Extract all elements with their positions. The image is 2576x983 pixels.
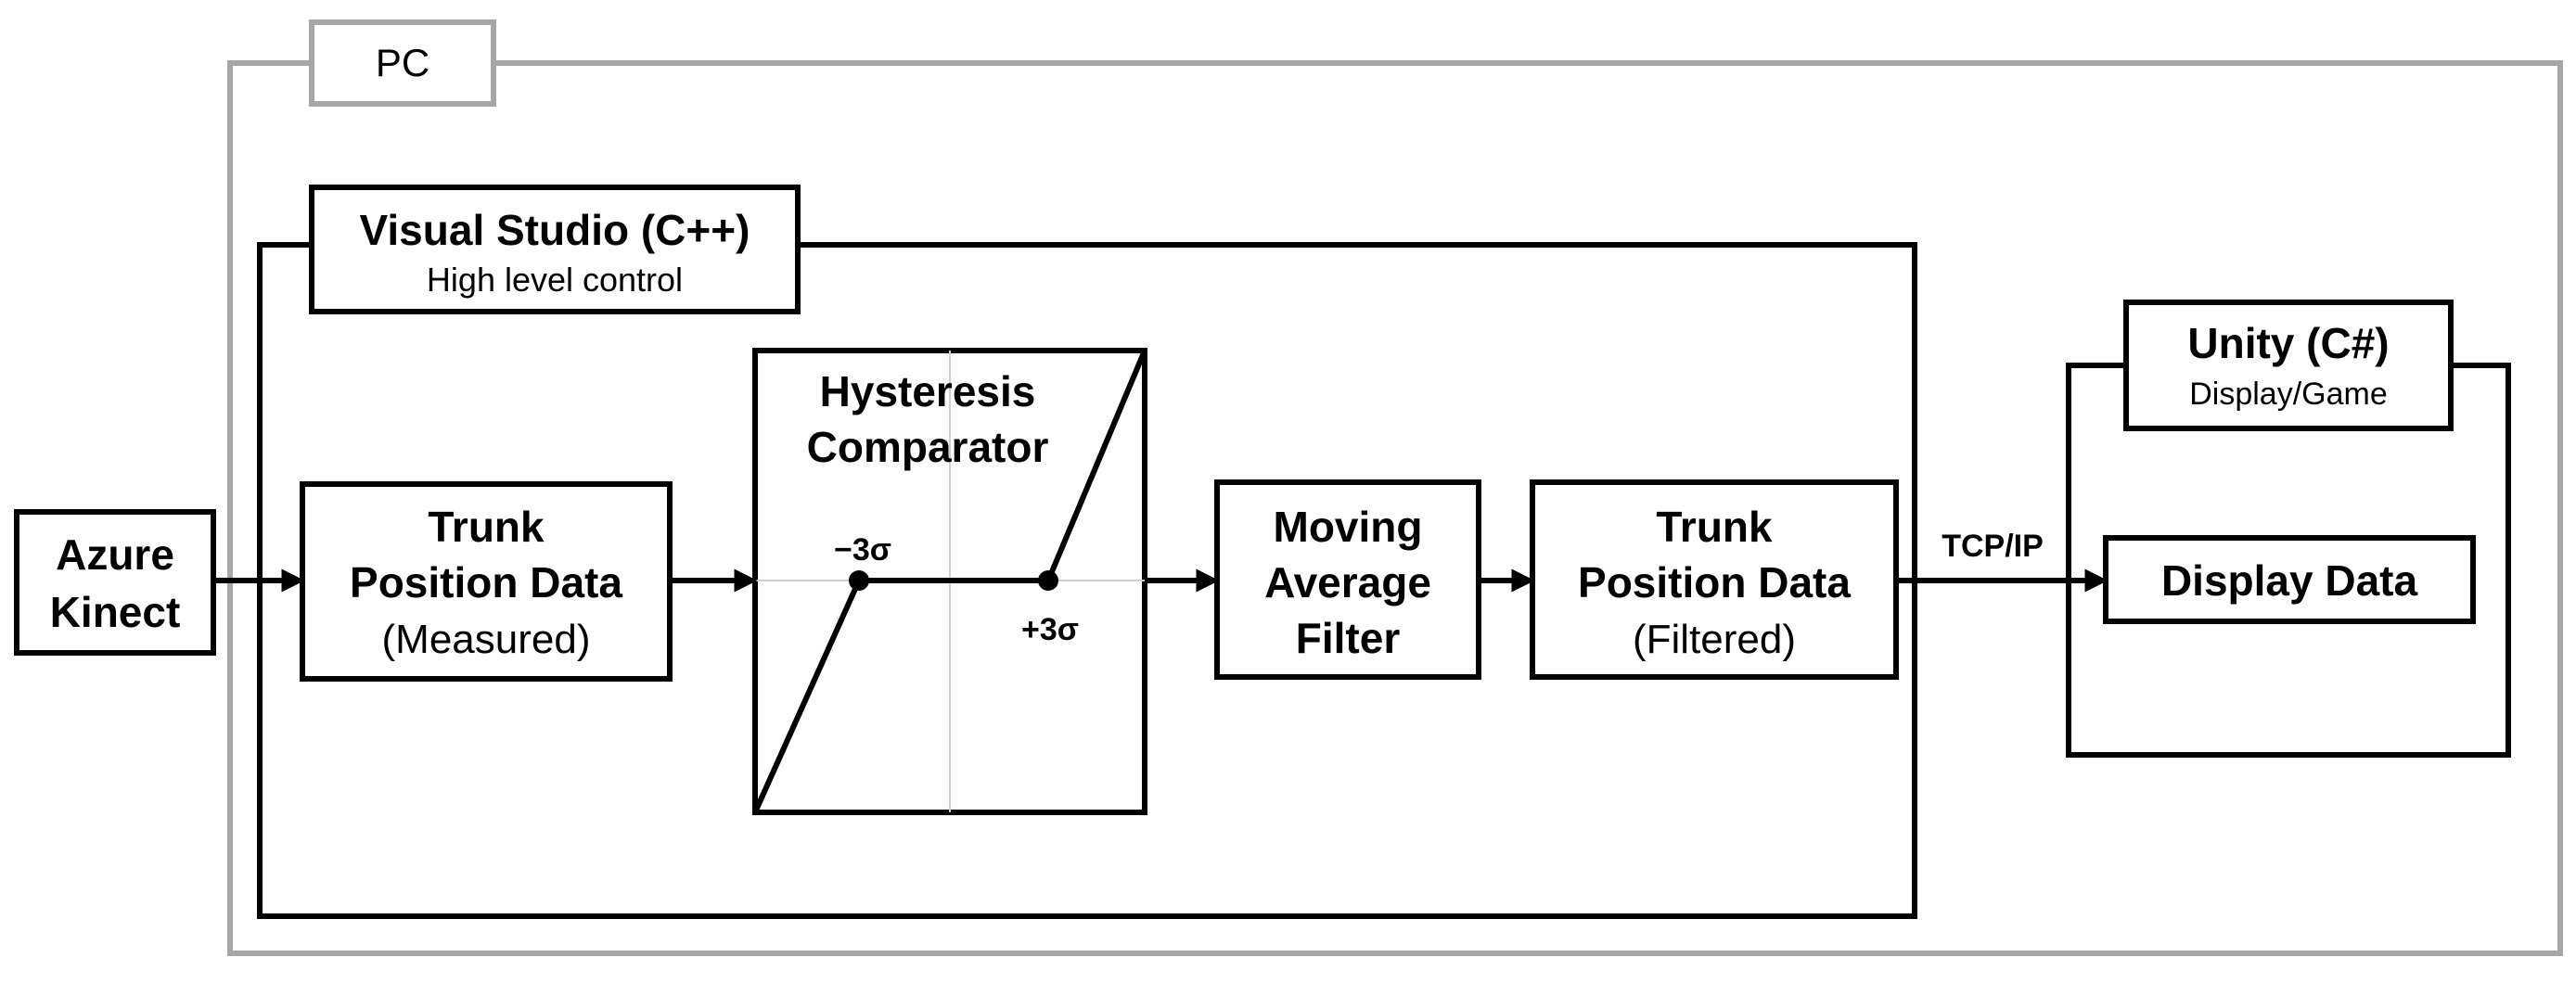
azure-kinect-line1: Azure bbox=[56, 530, 174, 579]
trunk-filtered-line1: Trunk bbox=[1656, 503, 1773, 551]
display-data-label: Display Data bbox=[2161, 556, 2418, 605]
azure-kinect-block bbox=[14, 509, 216, 656]
visual-studio-title: Visual Studio (C++) bbox=[360, 206, 750, 254]
hysteresis-transfer-curve bbox=[752, 349, 1147, 814]
azure-kinect-line2: Kinect bbox=[50, 588, 181, 636]
negative-threshold-point bbox=[849, 570, 869, 591]
unity-title: Unity (C#) bbox=[2187, 319, 2389, 367]
trunk-filtered-line2: Position Data bbox=[1578, 558, 1851, 606]
moving-average-line2: Average bbox=[1264, 558, 1431, 606]
unity-subtitle: Display/Game bbox=[2189, 377, 2388, 412]
unity-label-box bbox=[2123, 300, 2454, 431]
visual-studio-subtitle: High level control bbox=[427, 261, 683, 299]
positive-threshold-point bbox=[1038, 570, 1058, 591]
negative-threshold-label: −3σ bbox=[834, 532, 891, 568]
pc-label-box bbox=[309, 19, 496, 107]
trunk-filtered-line3: (Filtered) bbox=[1633, 617, 1796, 662]
tcp-ip-label: TCP/IP bbox=[1942, 529, 2044, 564]
positive-threshold-label: +3σ bbox=[1021, 612, 1079, 647]
visual-studio-label-box bbox=[309, 185, 801, 314]
moving-average-line1: Moving bbox=[1274, 503, 1423, 551]
hysteresis-title-line2: Comparator bbox=[807, 423, 1049, 471]
trunk-measured-line1: Trunk bbox=[428, 503, 545, 551]
pc-label: PC bbox=[376, 41, 429, 84]
moving-average-line3: Filter bbox=[1296, 614, 1401, 662]
trunk-measured-line3: (Measured) bbox=[382, 617, 591, 662]
trunk-measured-line2: Position Data bbox=[350, 558, 622, 606]
hysteresis-title-line1: Hysteresis bbox=[820, 367, 1036, 415]
